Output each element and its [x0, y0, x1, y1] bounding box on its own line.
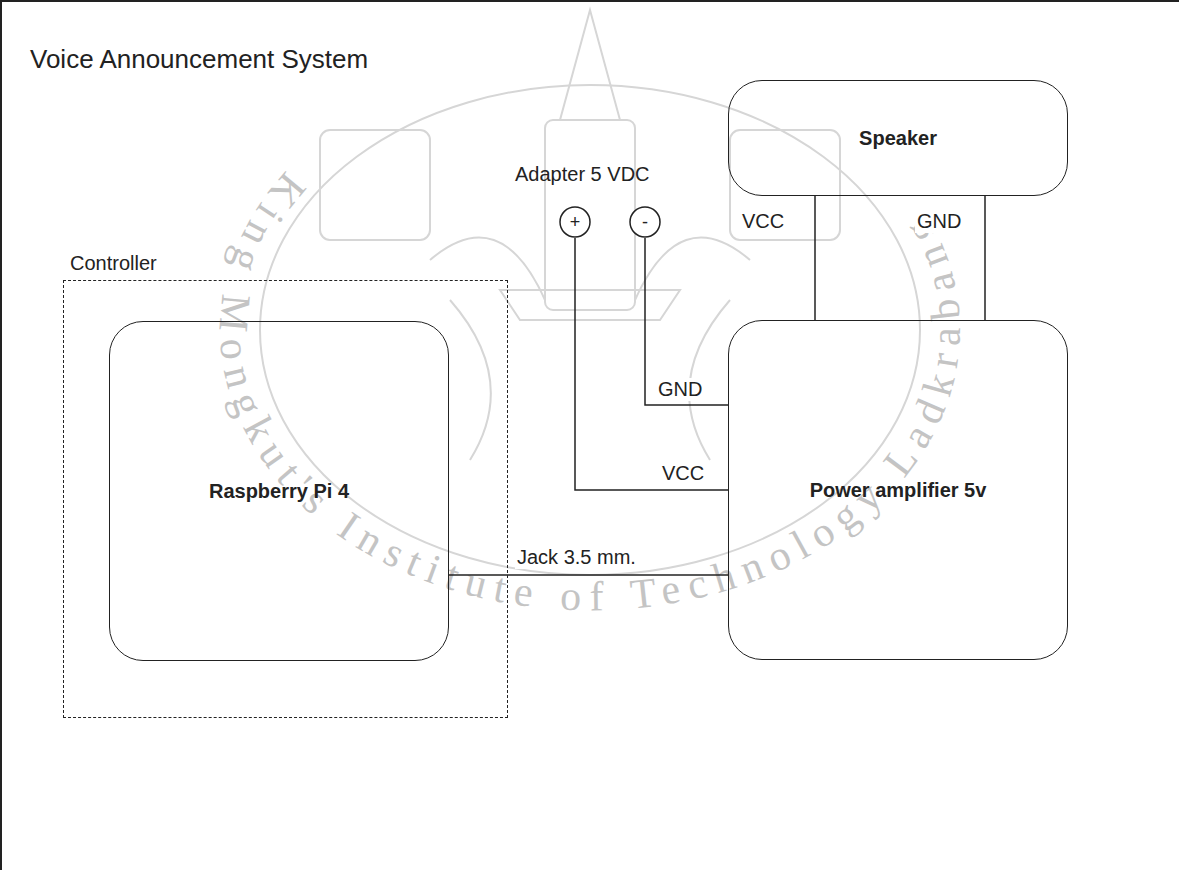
node-label: + — [559, 206, 591, 238]
watermark-text: King Mongkut's Institute of Technology L… — [210, 164, 969, 619]
controller-group: ControllerRaspberry Pi 4 — [63, 280, 508, 718]
wire — [449, 574, 728, 576]
wire-label: GND — [915, 210, 963, 233]
terminal-plus: + — [559, 206, 591, 238]
wire — [814, 196, 816, 320]
node-label: Speaker — [859, 127, 937, 150]
power-adapter-label: Adapter 5 VDC — [513, 163, 652, 186]
wire-label: GND — [656, 378, 704, 401]
wire-label: Jack 3.5 mm. — [515, 546, 638, 569]
amplifier-box: Power amplifier 5v — [728, 320, 1068, 660]
svg-text:King Mongkut's Institute of Te: King Mongkut's Institute of Technology L… — [210, 164, 969, 619]
speaker-box: Speaker — [728, 80, 1068, 196]
diagram-title: Voice Announcement System — [28, 44, 370, 75]
node-label: - — [629, 206, 661, 238]
wire-label: VCC — [660, 462, 706, 485]
wire — [984, 196, 986, 320]
node-label: Raspberry Pi 4 — [209, 480, 349, 503]
wire — [575, 238, 728, 490]
wire-label: VCC — [740, 210, 786, 233]
wire — [645, 238, 728, 405]
raspberry-pi-box: Raspberry Pi 4 — [109, 321, 449, 661]
terminal-minus: - — [629, 206, 661, 238]
group-heading: Controller — [70, 252, 157, 275]
node-label: Power amplifier 5v — [810, 479, 987, 502]
